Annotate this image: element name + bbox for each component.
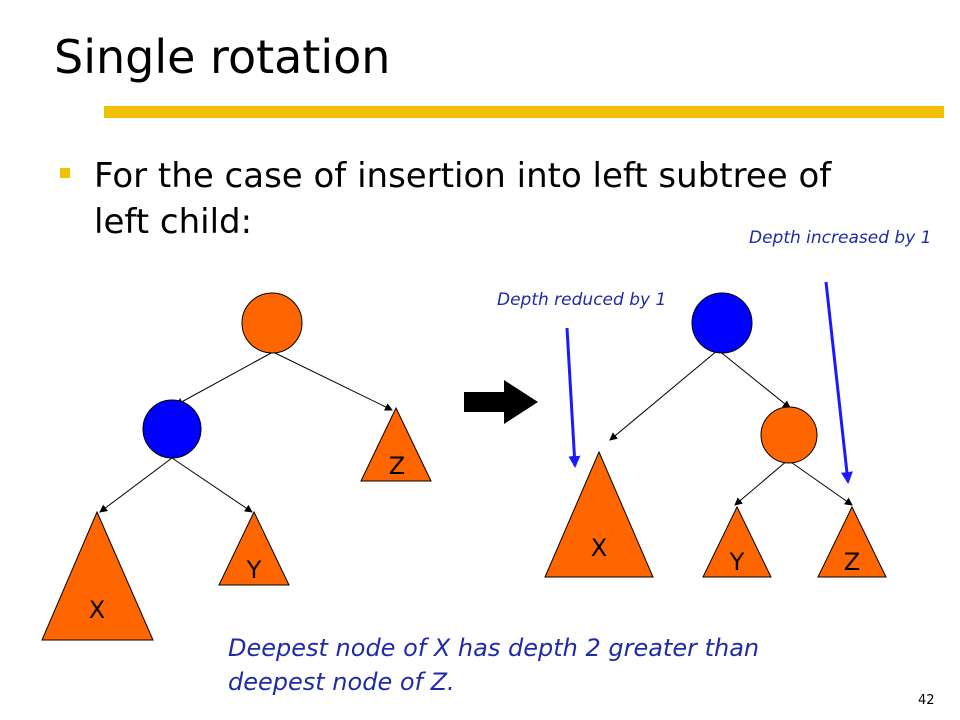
edge-before-left-y <box>171 457 253 513</box>
after-subtree-z <box>817 505 887 578</box>
note-depth-increased: Depth increased by 1 <box>749 228 932 248</box>
edge-before-left-x <box>99 457 173 513</box>
after-label-y: Y <box>729 548 745 576</box>
edge-after-root-right <box>717 349 791 409</box>
annotation-arrow-depth-reduced <box>565 327 581 468</box>
before-label-z: Z <box>389 452 405 480</box>
edge-after-right-y <box>734 459 789 506</box>
slide-title: Single rotation <box>54 30 391 84</box>
note-depth-reduced: Depth reduced by 1 <box>497 290 667 310</box>
edge-after-right-z <box>787 459 853 506</box>
after-label-z: Z <box>844 548 860 576</box>
edge-before-root-z <box>272 351 393 411</box>
edge-after-root-x <box>609 349 719 441</box>
transform-arrow-icon <box>464 380 538 424</box>
after-label-x: X <box>591 534 607 562</box>
bullet-square-icon <box>60 168 70 178</box>
before-subtree-z <box>360 406 432 482</box>
before-root-node <box>241 292 303 354</box>
before-left-child-node <box>142 399 202 459</box>
caption-text: Deepest node of X has depth 2 greater th… <box>228 634 760 696</box>
after-right-child-node <box>760 406 818 464</box>
before-subtree-x <box>41 510 154 641</box>
bullet-text: For the case of insertion into left subt… <box>94 156 832 242</box>
tree-before: Z X Y <box>41 292 432 641</box>
before-label-y: Y <box>246 556 262 584</box>
edge-before-root-left <box>175 351 274 406</box>
before-label-x: X <box>89 596 105 624</box>
tree-after: X Y Z <box>544 292 887 578</box>
after-root-node <box>691 292 753 354</box>
after-subtree-x <box>544 450 654 578</box>
page-number: 42 <box>918 693 935 708</box>
annotation-arrow-depth-increased <box>824 281 853 484</box>
title-underline-bar <box>104 106 944 118</box>
before-subtree-y <box>218 510 290 586</box>
after-subtree-y <box>702 505 772 578</box>
